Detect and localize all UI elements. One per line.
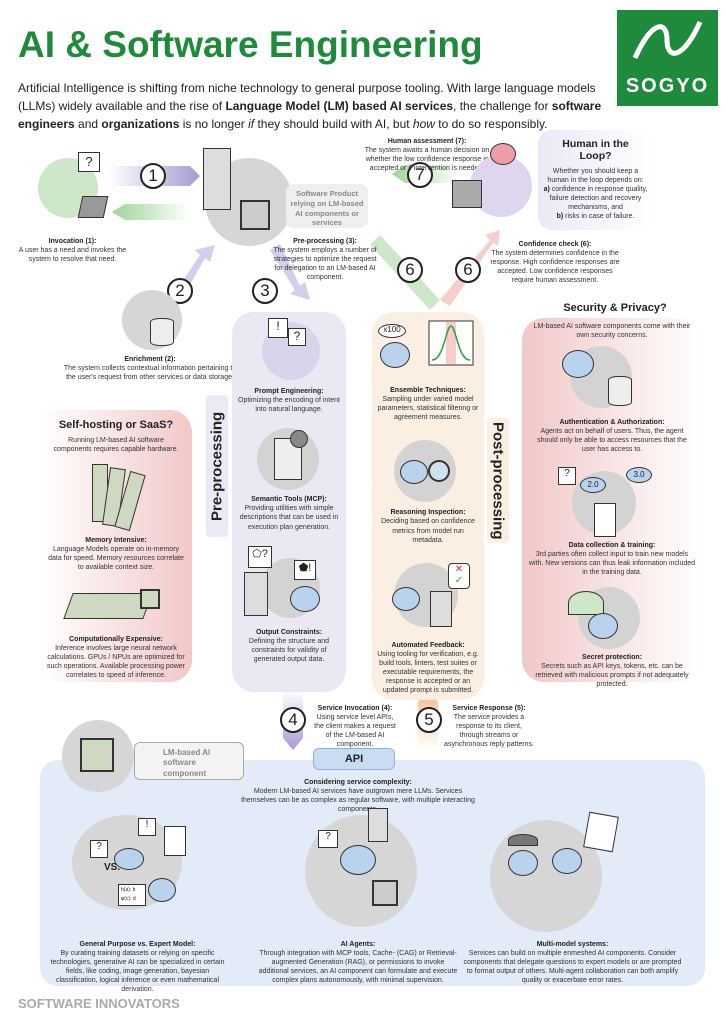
human-loop-box: Human in the Loop? Whether you should ke…: [538, 130, 653, 230]
ai-agents: AI Agents:Through integration with MCP t…: [258, 941, 458, 985]
preprocessing-panel: ! ? Prompt Engineering:Optimizing the en…: [232, 312, 346, 692]
intro-paragraph: Artificial Intelligence is shifting from…: [18, 79, 613, 133]
intro-italic: how: [412, 117, 435, 131]
data-collection-training: Data collection & training:3rd parties o…: [528, 541, 696, 576]
prompt-engineering-icon: ! ?: [232, 312, 346, 387]
service-response-description: Service Response (5):The service provide…: [444, 705, 534, 749]
question-bubble-icon: ?: [78, 152, 100, 172]
database-icon: [150, 318, 174, 346]
server-tower-icon: [203, 148, 231, 210]
ensemble-techniques: Ensemble Techniques:Sampling under varie…: [377, 387, 479, 422]
gpu-icon: [40, 579, 192, 629]
api-button[interactable]: API: [313, 748, 395, 770]
version-badge: 3.0: [626, 466, 652, 483]
automated-feedback-icon: ✕✓: [372, 551, 484, 641]
invocation-description: Invocation (1):A user has a need and inv…: [18, 238, 127, 264]
intro-text: , the challenge for: [453, 99, 552, 113]
human-loop-title: Human in the Loop?: [562, 138, 629, 162]
distribution-chart-icon: [428, 320, 474, 366]
chip-icon: [80, 738, 114, 772]
secret-protection: Secret protection:Secrets such as API ke…: [535, 653, 689, 689]
logo-text: SOGYO: [625, 75, 710, 97]
memory-modules-icon: [40, 460, 192, 532]
preprocessing-description: Pre-processing (3):The system employs a …: [273, 238, 377, 282]
reasoning-inspection-icon: [372, 428, 484, 508]
reviewer-hair-icon: [490, 143, 516, 165]
preprocessing-label: Pre-processing: [206, 395, 228, 537]
authentication-authorization: Authentication & Authorization:Agents ac…: [537, 419, 687, 454]
service-invocation-description: Service Invocation (4):Using service lev…: [314, 705, 396, 749]
intro-italic: if: [248, 117, 255, 131]
intro-bold: organizations: [101, 117, 180, 131]
step-6-badge: 6: [397, 257, 423, 283]
chip-icon: [240, 200, 270, 230]
ensemble-icon: x100: [372, 312, 484, 382]
security-title: Security & Privacy?: [563, 302, 667, 314]
intro-text: Artificial Intelligence is shifting from…: [18, 81, 596, 113]
automated-feedback: Automated Feedback:Using tooling for ver…: [377, 641, 479, 695]
self-hosting-title: Self-hosting or SaaS?: [58, 419, 174, 431]
step-1-badge: 1: [140, 163, 166, 189]
self-hosting-panel: Self-hosting or SaaS? Running LM-based A…: [40, 410, 192, 682]
confidence-description: Confidence check (6):The system determin…: [490, 241, 620, 285]
output-constraints: Output Constraints:Defining the structur…: [248, 628, 330, 663]
step-7-badge: 7: [407, 162, 433, 188]
memory-intensive: Memory Intensive:Language Models operate…: [48, 537, 184, 572]
version-badge: 2.0: [580, 476, 606, 493]
general-vs-expert-model: General Purpose vs. Expert Model:By cura…: [50, 941, 225, 994]
step-6-badge: 6: [455, 257, 481, 283]
step-5-badge: 5: [416, 707, 442, 733]
sogyo-logo: SOGYO: [617, 10, 718, 106]
step-2-badge: 2: [167, 278, 193, 304]
semantic-tools: Semantic Tools (MCP):Providing utilities…: [239, 496, 339, 531]
intro-text: and: [74, 117, 102, 131]
prompt-engineering: Prompt Engineering:Optimizing the encodi…: [238, 388, 340, 414]
intro-text: is no longer: [179, 117, 249, 131]
intro-text: they should build with AI, but: [254, 117, 413, 131]
multi-model-systems: Multi-model systems:Services can build o…: [463, 941, 682, 985]
computationally-expensive: Computationally Expensive:Inference invo…: [46, 635, 185, 679]
page-title: AI & Software Engineering: [18, 24, 483, 65]
postprocessing-panel: x100 Ensemble Techniques:Sampling under …: [372, 312, 484, 700]
human-loop-text: Whether you should keep a human in the l…: [543, 168, 648, 221]
intro-bold: Language Model (LM) based AI services: [225, 99, 454, 113]
postprocessing-label: Post-processing: [487, 418, 509, 543]
service-complexity: Considering service complexity:Modern LM…: [241, 779, 475, 814]
arrow-3: [270, 244, 310, 300]
intro-bold: software engineers: [18, 99, 602, 131]
human-assessment-description: Human assessment (7):The system awaits a…: [364, 138, 490, 173]
semantic-tools-icon: [232, 420, 346, 495]
self-hosting-intro: Running LM-based AI software components …: [53, 437, 179, 454]
security-intro: LM-based AI software components come wit…: [533, 323, 691, 340]
footer-tagline: SOFTWARE INNOVATORS: [18, 996, 180, 1011]
secret-protection-icon: [522, 581, 702, 653]
component-label: LM-based AI software component: [134, 742, 244, 780]
enrichment-description: Enrichment (2):The system collects conte…: [63, 356, 237, 382]
security-panel: LM-based AI software components come wit…: [522, 318, 702, 688]
ensemble-badge: x100: [378, 324, 406, 338]
step-4-badge: 4: [280, 707, 306, 733]
logo-wave-icon: [632, 20, 703, 60]
laptop-icon: [452, 180, 482, 208]
data-collection-icon: ? 2.0 3.0: [522, 459, 702, 541]
arrow-1-return: [112, 204, 190, 220]
intro-text: to do so responsibly.: [434, 117, 548, 131]
step-3-badge: 3: [252, 278, 278, 304]
vs-label: VS.: [104, 862, 121, 873]
laptop-icon: [77, 196, 109, 218]
product-label: Software Product relying on LM-based AI …: [286, 184, 368, 228]
reasoning-inspection: Reasoning Inspection:Deciding based on c…: [381, 509, 475, 544]
auth-icon: [522, 340, 702, 418]
output-constraints-icon: ⬠? ⬟!: [232, 538, 346, 628]
